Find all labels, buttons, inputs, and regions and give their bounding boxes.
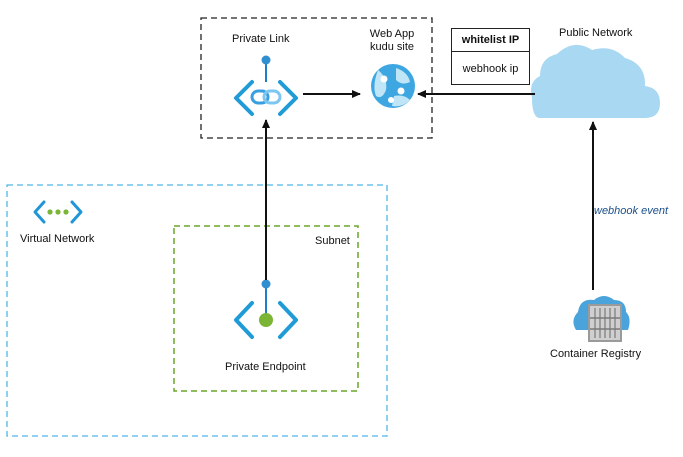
whitelist-ip-header: whitelist IP [452, 29, 529, 52]
whitelist-ip-table: whitelist IP webhook ip [451, 28, 530, 85]
private-link-group-boundary [200, 17, 433, 139]
web-app-label-line1: Web App [369, 28, 415, 40]
virtual-network-boundary [6, 184, 388, 437]
private-link-icon [234, 55, 298, 116]
private-link-label: Private Link [232, 33, 290, 45]
virtual-network-label: Virtual Network [20, 233, 95, 245]
private-endpoint-label: Private Endpoint [225, 361, 306, 373]
container-registry-icon [573, 296, 630, 342]
subnet-label: Subnet [315, 235, 350, 247]
whitelist-ip-row: webhook ip [462, 62, 519, 75]
public-cloud-icon [531, 44, 660, 118]
webhook-event-label: webhook event [594, 205, 668, 217]
virtual-network-icon [33, 200, 83, 224]
private-endpoint-icon [234, 279, 298, 339]
web-app-label-line2: kudu site [369, 41, 415, 53]
web-app-globe-icon [371, 64, 415, 108]
public-network-label: Public Network [559, 27, 633, 39]
web-app-label: Web App kudu site [364, 28, 420, 54]
container-registry-label: Container Registry [550, 348, 642, 360]
